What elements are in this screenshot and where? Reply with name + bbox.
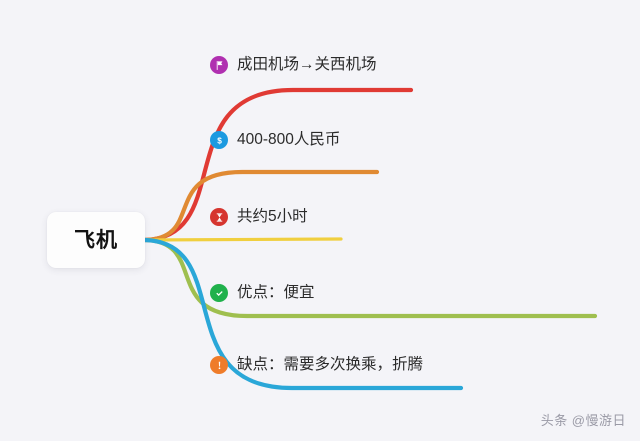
branch-item-1[interactable]: 成田机场→关西机场 [210, 56, 377, 74]
branch-connector-3 [143, 237, 343, 242]
branch-connector-2 [142, 169, 380, 243]
dollar-icon: $ [210, 131, 228, 149]
branch-item-2[interactable]: $400-800人民币 [210, 131, 340, 149]
check-icon [210, 284, 228, 302]
exclamation-icon [210, 356, 228, 374]
flag-icon [210, 56, 228, 74]
branch-label-3: 共约5小时 [237, 208, 308, 226]
svg-text:$: $ [217, 136, 222, 145]
branch-label-5: 缺点：需要多次换乘，折腾 [237, 356, 424, 374]
branch-connector-4 [142, 237, 598, 319]
watermark: 头条 @慢游日 [540, 413, 626, 428]
branch-label-4: 优点：便宜 [237, 284, 315, 302]
branch-label-2: 400-800人民币 [237, 131, 341, 149]
branch-item-5[interactable]: 缺点：需要多次换乘，折腾 [210, 356, 423, 374]
branch-item-3[interactable]: 共约5小时 [210, 208, 308, 226]
branch-label-1: 成田机场→关西机场 [237, 56, 377, 74]
hourglass-icon [210, 208, 228, 226]
root-node-label: 飞机 [74, 228, 118, 252]
branch-item-4[interactable]: 优点：便宜 [210, 284, 315, 302]
root-node-airplane[interactable]: 飞机 [47, 212, 145, 268]
